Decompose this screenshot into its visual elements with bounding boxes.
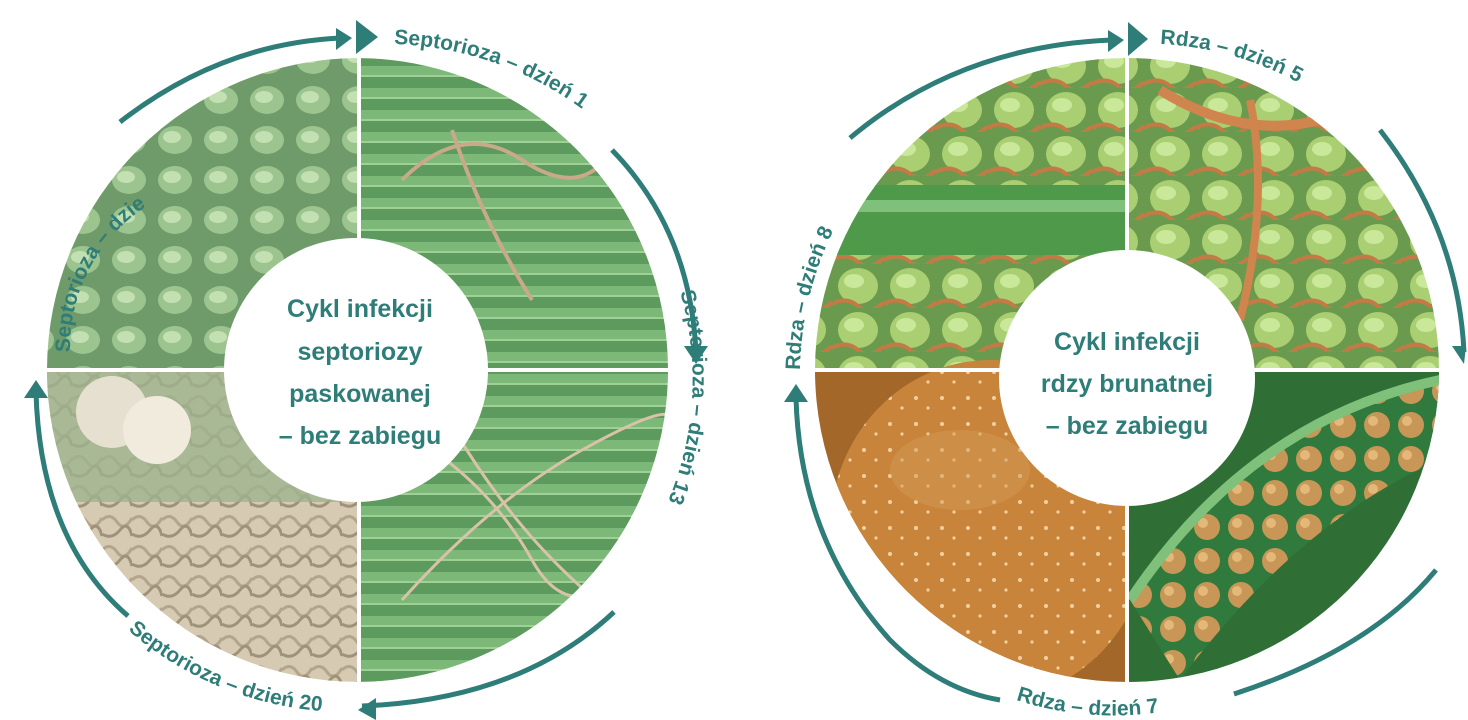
arrowhead-icon — [1108, 30, 1124, 52]
rust-center-line3: – bez zabiegu — [1046, 412, 1209, 440]
rust-center-line1: Cykl infekcji — [1054, 328, 1200, 356]
arrowhead-icon — [356, 20, 378, 54]
arrowhead-icon — [358, 698, 376, 720]
arrowhead-icon — [1128, 22, 1148, 56]
arrowhead-icon — [1452, 346, 1466, 364]
arrowhead-icon — [336, 28, 352, 50]
arrowhead-icon — [784, 384, 808, 402]
rust-center-line2: rdzy brunatnej — [1041, 370, 1213, 398]
rust-label-day7: Rdza – dzień 7 — [1015, 683, 1160, 720]
septoria-center-line2: septoriozy — [297, 338, 422, 366]
septoria-center-line1: Cykl infekcji — [287, 295, 433, 323]
septoria-center-disc — [224, 238, 488, 502]
septoria-cycle: Cykl infekcji septoriozy paskowanej – be… — [0, 0, 711, 720]
septoria-center-line3: paskowanej — [289, 380, 431, 408]
rust-cycle: Cykl infekcji rdzy brunatnej – bez zabie… — [782, 22, 1466, 720]
septoria-center-line4: – bez zabiegu — [279, 422, 442, 450]
